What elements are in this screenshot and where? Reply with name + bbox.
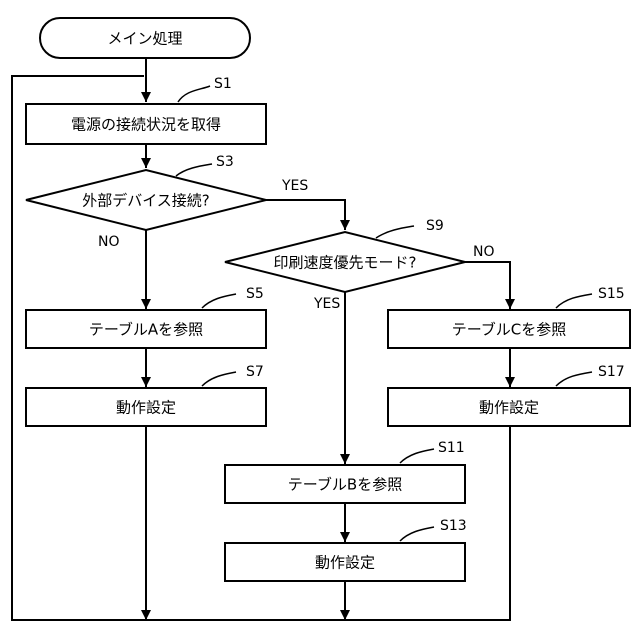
step-id-s3: S3 <box>216 154 234 170</box>
process-s15-label: テーブルCを参照 <box>452 321 567 339</box>
decision-s9-label: 印刷速度優先モード? <box>274 254 417 272</box>
process-s5-label: テーブルAを参照 <box>89 321 203 339</box>
step-leader-s9 <box>376 226 414 238</box>
step-leader-s5 <box>202 294 236 308</box>
connector-s9-no <box>465 262 510 309</box>
step-leader-s15 <box>556 294 592 308</box>
step-leader-s7 <box>202 372 236 386</box>
process-s11-label: テーブルBを参照 <box>288 476 402 494</box>
step-leader-s13 <box>400 527 434 541</box>
step-leader-s11 <box>400 449 434 463</box>
start-terminal: メイン処理 <box>40 18 250 58</box>
step-id-s17: S17 <box>598 364 625 380</box>
decision-s3-label: 外部デバイス接続? <box>82 192 210 210</box>
start-label: メイン処理 <box>107 30 182 48</box>
step-leader-s1 <box>178 86 210 102</box>
process-s1-label: 電源の接続状況を取得 <box>71 116 221 134</box>
step-id-s5: S5 <box>246 286 264 302</box>
branch-label-s9-yes: YES <box>313 296 340 312</box>
decision-s9: 印刷速度優先モード? S9 NO YES <box>225 218 495 312</box>
branch-label-s3-yes: YES <box>281 178 308 194</box>
step-id-s11: S11 <box>438 440 465 456</box>
branch-label-s3-no: NO <box>98 234 120 250</box>
step-id-s15: S15 <box>598 286 625 302</box>
step-id-s7: S7 <box>246 364 264 380</box>
step-leader-s3 <box>176 164 212 176</box>
connector-s3-yes <box>266 200 345 230</box>
decision-s3: 外部デバイス接続? S3 YES NO <box>26 154 308 250</box>
step-id-s13: S13 <box>440 518 467 534</box>
process-s13-label: 動作設定 <box>315 554 375 572</box>
branch-label-s9-no: NO <box>473 244 495 260</box>
step-leader-s17 <box>556 372 592 386</box>
step-id-s9: S9 <box>426 218 444 234</box>
process-s17-label: 動作設定 <box>479 399 539 417</box>
step-id-s1: S1 <box>214 76 232 92</box>
process-s7-label: 動作設定 <box>116 399 176 417</box>
